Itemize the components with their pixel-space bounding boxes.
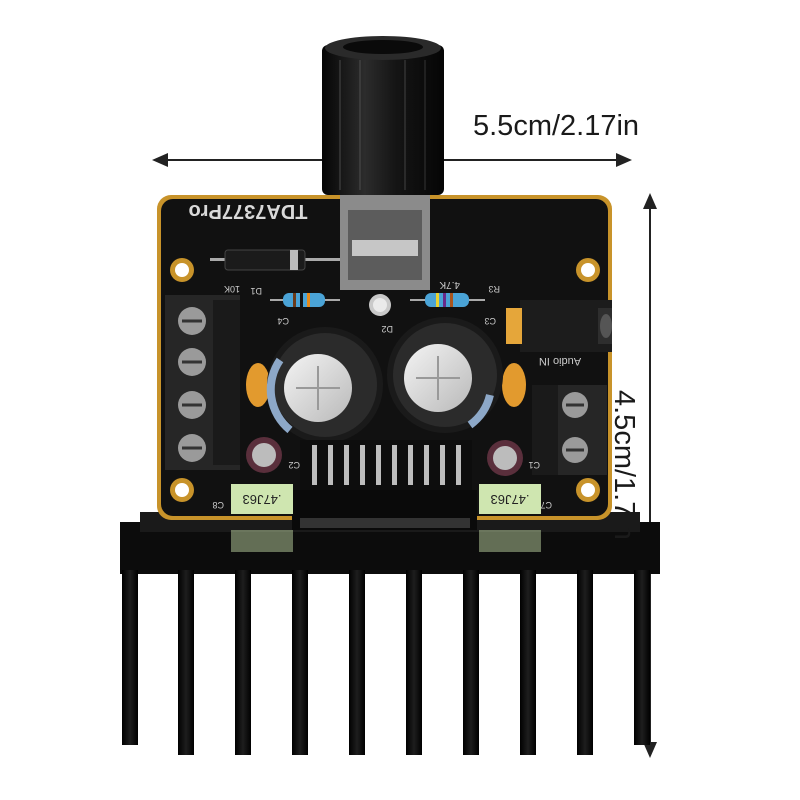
screw-icon [562,437,588,463]
power-terminal-block[interactable] [165,295,240,470]
ref-r4: 4.7K [439,279,460,290]
arrow-head-icon [643,742,657,758]
potentiometer-body [340,195,430,290]
ref-c8: C8 [212,500,224,510]
ref-c1: C1 [528,460,540,470]
tantalum-capacitor-left [246,363,270,407]
screw-icon [178,391,206,419]
amplifier-ic-body [292,490,477,530]
audio-in-jack[interactable] [506,300,612,352]
arrow-head-icon [616,153,632,167]
speaker-terminal-block[interactable] [532,385,607,475]
film-capacitor-left [231,484,293,514]
arrow-head-icon [152,153,168,167]
screw-icon [562,392,588,418]
screw-icon [178,307,206,335]
heatsink [120,512,660,755]
audio-in-label: Audio IN [539,355,581,367]
volume-knob[interactable] [322,36,444,195]
tantalum-capacitor-right [502,363,526,407]
ref-r1: 10K [224,284,240,294]
diode-d1 [210,249,340,271]
electrolytic-capacitor-right [387,317,503,433]
width-dimension-label: 5.5cm/2.17in [473,110,640,142]
resistor-4k7 [410,293,485,307]
ref-d1: D1 [250,286,262,296]
small-electrolytic-left [246,437,282,473]
film-capacitor-right [479,484,541,514]
ref-c2: C2 [288,460,300,470]
film-cap-left-marking: .47J63 [242,492,281,507]
led-d2 [369,294,391,316]
amplifier-ic-pins [300,440,472,490]
ref-c3: C3 [484,316,496,326]
resistor-10k [270,293,340,307]
screw-icon [178,348,206,376]
reflection [231,530,541,552]
electrolytic-capacitor-left [266,327,383,443]
film-cap-right-marking: .47J63 [490,492,529,507]
screw-icon [178,434,206,462]
heatsink-fins [122,570,650,755]
ref-c7: C7 [540,500,552,510]
small-electrolytic-right [487,440,523,476]
ref-c4: C4 [277,316,289,326]
arrow-head-icon [643,193,657,209]
ref-d2: D2 [381,324,393,334]
height-dimension-label: 4.5cm/1.7in [608,390,640,540]
ref-r3: R3 [488,284,500,294]
model-label: TDA7377Pro [189,200,308,222]
